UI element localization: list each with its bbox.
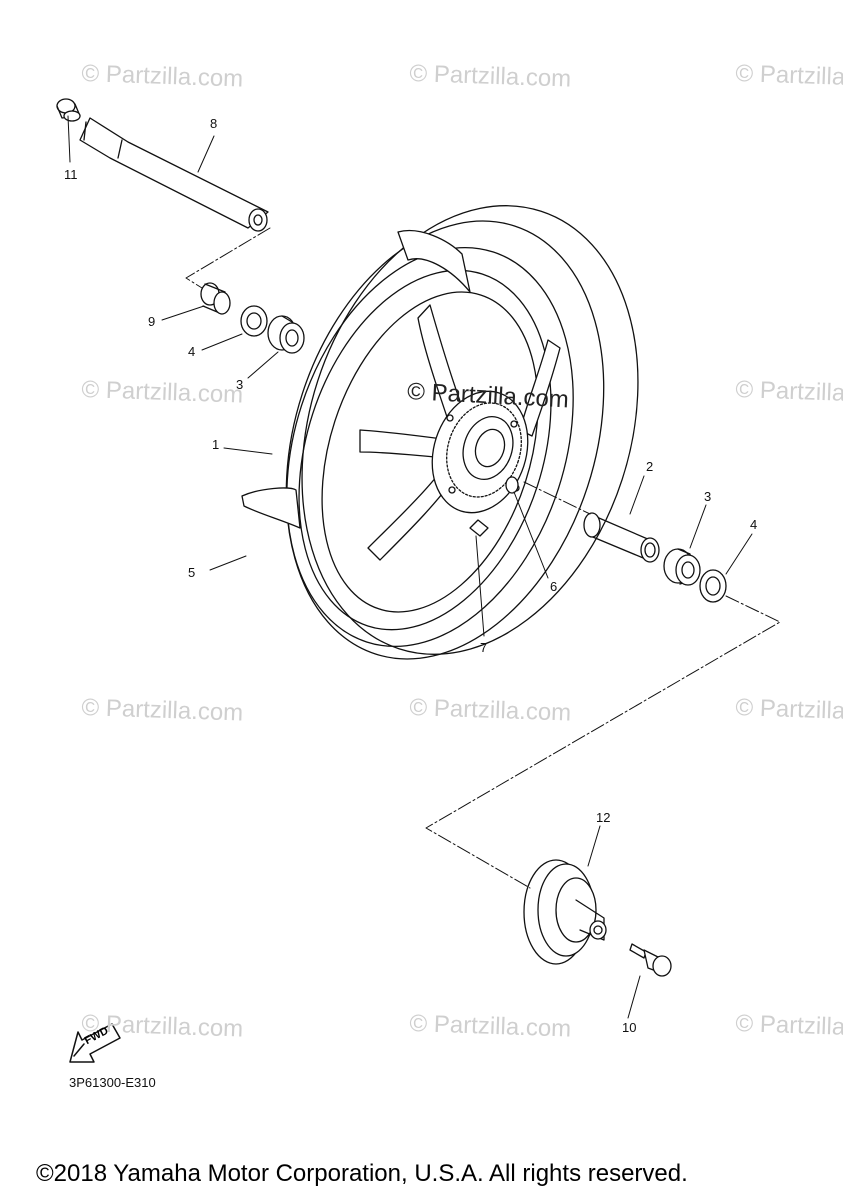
wheel-assembly — [241, 205, 639, 660]
callout-10: 10 — [622, 1020, 637, 1035]
callout-12: 12 — [596, 810, 611, 825]
assembly-lines — [185, 227, 781, 889]
watermark: © Partzilla.com — [735, 1010, 843, 1043]
watermark: © Partzilla.com — [735, 376, 843, 409]
spacer-part — [583, 512, 660, 563]
callout-8: 8 — [210, 116, 218, 131]
axle-part — [79, 117, 269, 232]
callout-4-right: 4 — [750, 517, 758, 532]
callout-3-right: 3 — [704, 489, 712, 504]
callout-4-left: 4 — [188, 344, 196, 359]
watermark: © Partzilla.com — [735, 60, 843, 93]
leader-lines — [67, 115, 753, 1019]
bolt-part — [629, 943, 672, 977]
callout-6: 6 — [550, 579, 558, 594]
collar-part — [200, 282, 231, 315]
copyright-notice: ©2018 Yamaha Motor Corporation, U.S.A. A… — [36, 1160, 688, 1187]
callout-2: 2 — [646, 459, 654, 474]
fwd-arrow-icon — [69, 1023, 121, 1063]
bearing-left-part — [267, 315, 305, 354]
callout-1: 1 — [212, 437, 220, 452]
watermark: © Partzilla.com — [409, 694, 572, 727]
watermark: © Partzilla.com — [735, 694, 843, 727]
callout-9: 9 — [148, 314, 156, 329]
oil-seal-right-part — [699, 569, 727, 603]
oil-seal-left-part — [240, 305, 268, 337]
diagram-code: 3P61300-E310 — [69, 1075, 156, 1090]
callout-5: 5 — [188, 565, 196, 580]
watermark: © Partzilla.com — [81, 694, 244, 727]
meter-gear-part — [523, 859, 607, 965]
callout-3-left: 3 — [236, 377, 244, 392]
callout-7: 7 — [480, 640, 488, 655]
bearing-right-part — [663, 548, 701, 586]
callout-11: 11 — [64, 167, 78, 182]
watermark: © Partzilla.com — [409, 60, 572, 93]
watermark: © Partzilla.com — [81, 376, 244, 409]
watermark: © Partzilla.com — [81, 60, 244, 93]
watermark: © Partzilla.com — [409, 1010, 572, 1043]
